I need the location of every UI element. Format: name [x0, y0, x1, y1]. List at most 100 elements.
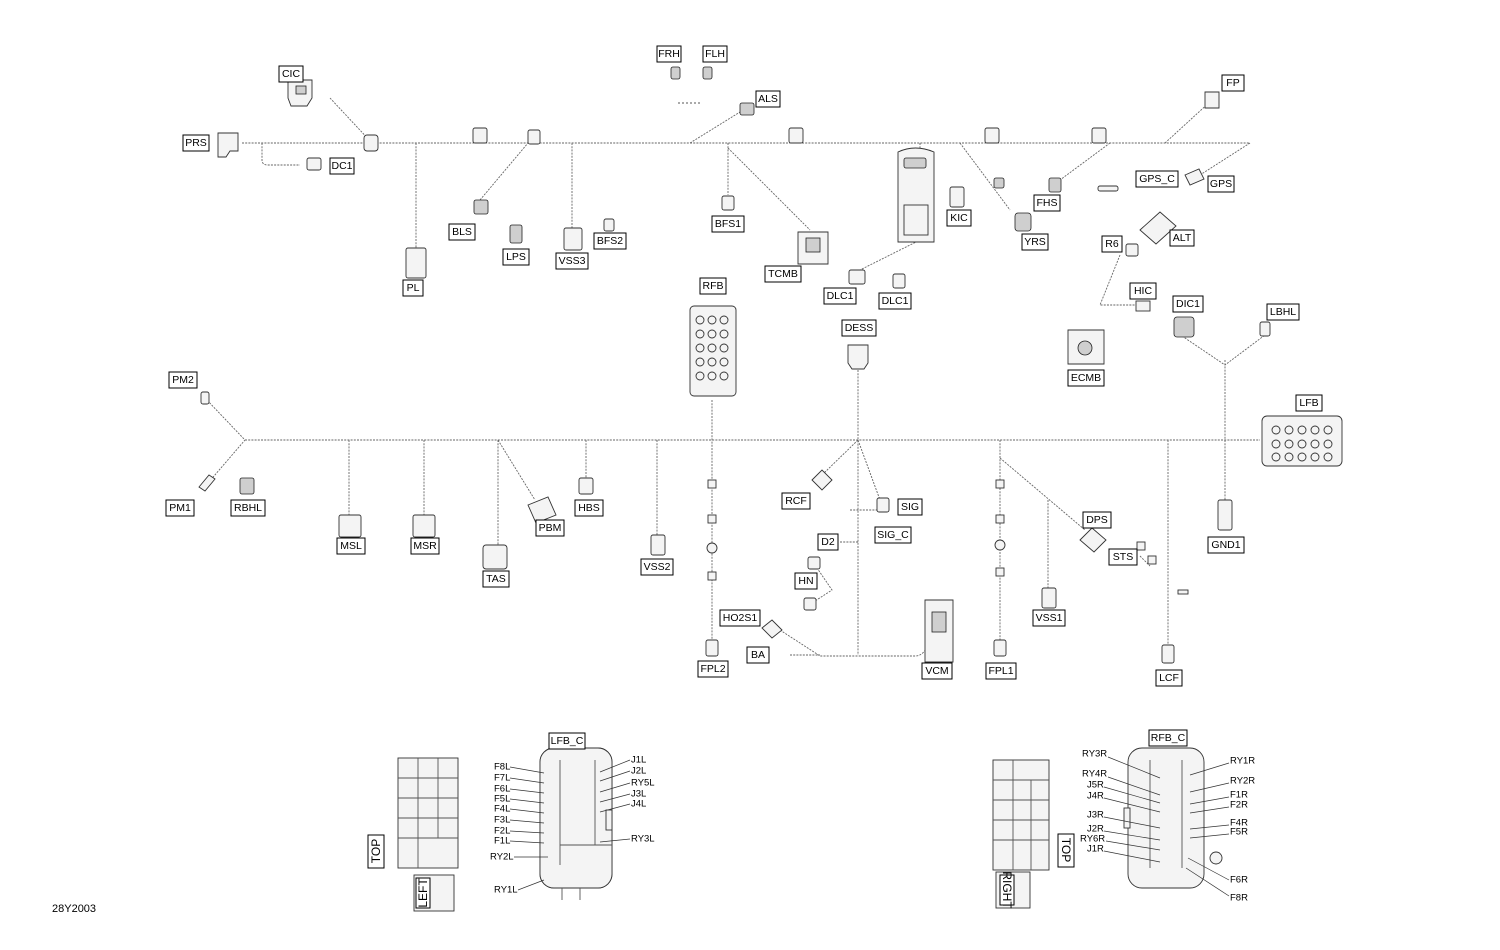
rfb-pin-ry3r: RY3R [1082, 749, 1107, 760]
svg-text:RFB: RFB [703, 280, 724, 292]
svg-text:LBHL: LBHL [1270, 306, 1296, 318]
lfb-pin-f3l: F3L [494, 815, 510, 826]
lfb-pin-j2l: J2L [631, 766, 646, 777]
label-sig-c: SIG_C [874, 526, 912, 544]
label-pbm: PBM [535, 519, 565, 537]
rfb-pin-ry2r: RY2R [1230, 776, 1255, 787]
label-pm1: PM1 [165, 499, 195, 517]
rfb-pins-left: RY3R RY4R J5R J4R J3R J2R RY6R J1R [1080, 749, 1161, 863]
label-rcf: RCF [781, 492, 811, 510]
label-r6: R6 [1101, 235, 1123, 253]
label-fhs: FHS [1033, 194, 1061, 212]
lfb-pin-ry2l: RY2L [490, 852, 514, 863]
svg-text:FLH: FLH [705, 48, 725, 60]
svg-text:SIG: SIG [901, 501, 919, 513]
label-rbhl: RBHL [230, 499, 266, 517]
lfb-pin-f6l: F6L [494, 784, 510, 795]
svg-text:BFS2: BFS2 [597, 235, 623, 247]
svg-text:MSR: MSR [413, 540, 437, 552]
label-msr: MSR [410, 537, 440, 555]
lfb-pin-f2l: F2L [494, 826, 510, 837]
label-pm2: PM2 [168, 371, 198, 389]
rfb-c-detail: RFB_C RY3R RY4R J5R J4R J3R J2R RY6R J1R… [992, 729, 1255, 909]
label-dps: DPS [1082, 511, 1112, 529]
lfb-pin-ry3l: RY3L [631, 834, 655, 845]
label-yrs: YRS [1021, 233, 1049, 251]
label-ba: BA [746, 646, 770, 664]
svg-text:BFS1: BFS1 [715, 218, 741, 230]
label-hic: HIC [1129, 282, 1157, 300]
lfb-c-detail: TOP LEFT LFB_C F8L F7L F6L F5L F4L F3L F… [367, 732, 655, 912]
lfb-top-label: TOP [369, 839, 383, 863]
component-labels: FRH FLH CIC ALS FP PRS DC1 GPS_C GPS FHS… [165, 45, 1323, 687]
label-lfb: LFB [1295, 394, 1323, 412]
svg-text:PM2: PM2 [172, 374, 194, 386]
svg-text:DESS: DESS [845, 322, 874, 334]
label-lcf: LCF [1155, 669, 1183, 687]
label-gps-c: GPS_C [1135, 170, 1179, 188]
svg-text:FRH: FRH [658, 48, 680, 60]
rfb-pin-j4r: J4R [1087, 791, 1104, 802]
label-rfb: RFB [699, 277, 727, 295]
label-vss1: VSS1 [1032, 609, 1066, 627]
rfb-c-title: RFB_C [1151, 732, 1186, 744]
svg-text:PL: PL [407, 282, 420, 294]
rfb-pin-f2r: F2R [1230, 800, 1248, 811]
rfb-pin-f5r: F5R [1230, 827, 1248, 838]
label-bfs1: BFS1 [711, 215, 745, 233]
label-dlc1-a: DLC1 [823, 287, 857, 305]
svg-text:FPL2: FPL2 [700, 663, 725, 675]
components [198, 66, 1343, 664]
label-kic: KIC [946, 209, 972, 227]
svg-text:HN: HN [798, 575, 813, 587]
lfb-pin-j1l: J1L [631, 755, 646, 766]
rfb-pin-j2r: J2R [1087, 824, 1104, 835]
svg-text:PM1: PM1 [169, 502, 191, 514]
label-fp: FP [1221, 74, 1245, 92]
svg-text:FHS: FHS [1037, 197, 1058, 209]
svg-text:DIC1: DIC1 [1176, 298, 1200, 310]
label-msl: MSL [336, 537, 366, 555]
svg-text:LCF: LCF [1159, 672, 1179, 684]
lfb-pin-f4l: F4L [494, 804, 510, 815]
label-alt: ALT [1169, 229, 1195, 247]
rfb-pin-f4r: F4R [1230, 818, 1248, 829]
label-tcmb: TCMB [764, 265, 802, 283]
lfb-pins-right: J1L J2L RY5L J3L J4L RY3L [599, 755, 655, 845]
svg-text:YRS: YRS [1024, 236, 1046, 248]
svg-text:VCM: VCM [925, 665, 948, 677]
label-als: ALS [755, 90, 781, 108]
label-bls: BLS [448, 223, 476, 241]
svg-text:RCF: RCF [785, 495, 807, 507]
svg-text:RBHL: RBHL [234, 502, 262, 514]
lfb-pin-j4l: J4L [631, 799, 646, 810]
svg-text:DLC1: DLC1 [882, 295, 909, 307]
rfb-pin-f6r: F6R [1230, 875, 1248, 886]
svg-text:STS: STS [1113, 551, 1133, 563]
svg-text:DPS: DPS [1086, 514, 1108, 526]
label-dlc1-b: DLC1 [878, 292, 912, 310]
label-d2: D2 [817, 533, 839, 551]
svg-text:LFB: LFB [1299, 397, 1318, 409]
label-vcm: VCM [921, 662, 953, 680]
svg-text:VSS3: VSS3 [559, 255, 586, 267]
label-sts: STS [1108, 548, 1138, 566]
rfb-pin-ry4r: RY4R [1082, 769, 1107, 780]
rfb-top-label: TOP [1059, 838, 1073, 862]
svg-text:LPS: LPS [506, 251, 526, 263]
svg-text:BA: BA [751, 649, 765, 661]
rfb-pin-j1r: J1R [1087, 844, 1104, 855]
label-fpl2: FPL2 [697, 660, 729, 678]
svg-text:PRS: PRS [185, 137, 207, 149]
lfb-pin-ry1l: RY1L [494, 885, 518, 896]
rfb-pin-j5r: J5R [1087, 780, 1104, 791]
svg-text:HO2S1: HO2S1 [723, 612, 758, 624]
svg-text:ALT: ALT [1173, 232, 1192, 244]
label-hbs: HBS [574, 499, 604, 517]
label-fpl1: FPL1 [985, 662, 1017, 680]
svg-text:KIC: KIC [950, 212, 968, 224]
label-dc1: DC1 [329, 157, 355, 175]
label-prs: PRS [182, 134, 210, 152]
label-ecmb: ECMB [1067, 369, 1105, 387]
